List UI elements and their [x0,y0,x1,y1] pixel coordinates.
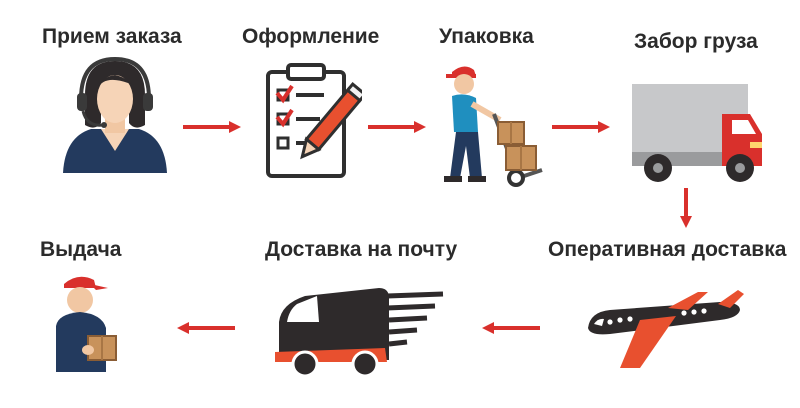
step-label-express-delivery: Оперативная доставка [548,238,787,261]
step-label-handover: Выдача [40,238,122,261]
arrow-right-2 [368,121,426,133]
step-label-pickup: Забор груза [634,30,758,53]
arrow-left-1 [482,322,540,334]
arrow-down [680,188,692,228]
arrow-right-3 [552,121,610,133]
worker-handtruck-icon [442,60,552,188]
courier-parcel-icon [50,272,130,372]
arrow-left-2 [177,322,235,334]
speeding-van-icon [275,282,445,378]
arrow-right-1 [183,121,241,133]
airplane-icon [580,288,745,370]
truck-icon [628,80,768,186]
step-label-packing: Упаковка [439,25,534,48]
checklist-pen-icon [262,62,362,180]
operator-headset-icon [55,55,175,175]
step-label-order-intake: Прием заказа [42,25,182,48]
step-label-post-delivery: Доставка на почту [265,238,458,261]
step-label-registration: Оформление [242,25,380,48]
